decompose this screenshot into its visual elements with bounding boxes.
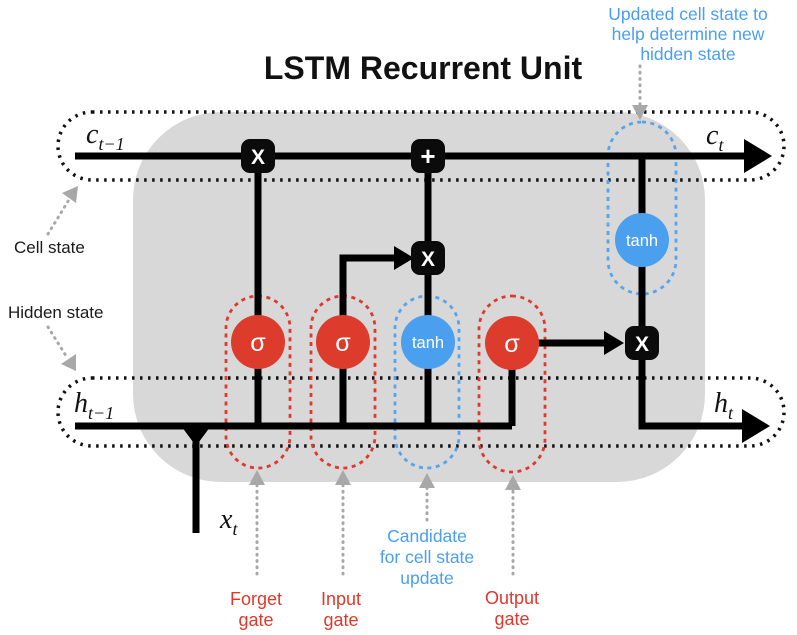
output-gate-label-line2: gate (494, 609, 529, 629)
input-sigma-node: σ (316, 315, 370, 369)
output-gate-guide-arrowhead (505, 475, 521, 490)
hidden-state-capsule (56, 376, 786, 448)
cell-prev-base: c (86, 119, 99, 150)
candidate-annotation-line1: Candidate (387, 526, 467, 546)
candidate-tanh-circle (401, 315, 455, 369)
forget-multiply-glyph: X (251, 146, 265, 169)
updated-cell-annotation-line1: Updated cell state to (608, 4, 768, 24)
output-gate-capsule (477, 294, 547, 474)
candidate-multiply-glyph: X (421, 248, 435, 271)
cell-tanh-glyph: tanh (626, 232, 658, 250)
candidate-guide-arrowhead (419, 473, 435, 488)
input-branch-line (339, 254, 396, 426)
cell-state-guide-line (46, 196, 72, 236)
hidden-out-arrowhead (742, 409, 770, 443)
cell-next-base: c (706, 120, 719, 151)
cell-add-op: + (411, 139, 445, 173)
cell-state-guide-arrowhead (62, 186, 78, 203)
output-multiply-op: X (625, 326, 659, 360)
cell-add-glyph: + (420, 141, 435, 171)
output-sigma-glyph: σ (504, 330, 520, 358)
forget-sigma-node: σ (231, 315, 285, 369)
cell-state-annotation: Cell state (14, 238, 85, 257)
cell-prev-label: ct−1 (86, 119, 125, 154)
updated-cell-annotation-line2: help determine new (612, 24, 765, 44)
output-gate-label-line1: Output (485, 588, 539, 608)
candidate-tanh-glyph: tanh (412, 334, 444, 352)
input-gate-label-line1: Input (321, 589, 361, 609)
hidden-next-label: ht (714, 388, 734, 423)
input-xt-sub: t (232, 519, 238, 539)
candidate-tanh-node: tanh (401, 315, 455, 369)
input-gate-label-line2: gate (323, 610, 358, 630)
forget-multiply-box (241, 139, 275, 173)
updated-cell-capsule (606, 120, 678, 296)
candidate-annotation-line3: update (400, 568, 454, 588)
hidden-prev-base: h (74, 388, 88, 419)
candidate-multiply-op: X (411, 241, 445, 275)
input-sigma-circle (316, 315, 370, 369)
input-xt-junction (179, 423, 213, 446)
hidden-next-base: h (714, 388, 728, 419)
diagram-title: LSTM Recurrent Unit (264, 50, 583, 86)
output-arrowhead (604, 331, 624, 355)
cell-next-sub: t (718, 135, 724, 155)
cell-state-capsule (56, 110, 786, 182)
input-arrowhead (394, 246, 414, 270)
output-sigma-circle (485, 316, 539, 370)
cell-tanh-circle (615, 213, 669, 267)
cell-add-box (411, 139, 445, 173)
forget-gate-guide-arrowhead (249, 470, 265, 485)
hidden-prev-label: ht−1 (74, 388, 114, 423)
hidden-state-annotation: Hidden state (8, 303, 103, 322)
cell-next-label: ct (706, 120, 724, 155)
hidden-next-sub: t (728, 403, 734, 423)
output-multiply-box (625, 326, 659, 360)
forget-multiply-op: X (241, 139, 275, 173)
input-xt-base: x (219, 504, 233, 535)
hidden-prev-sub: t−1 (88, 403, 114, 423)
updated-cell-annotation-line3: hidden state (640, 44, 735, 64)
candidate-multiply-box (411, 241, 445, 275)
forget-sigma-glyph: σ (250, 329, 266, 357)
input-xt-label: xt (219, 504, 238, 539)
output-multiply-glyph: X (635, 333, 649, 356)
candidate-annotation-line2: for cell state (380, 547, 474, 567)
forget-sigma-circle (231, 315, 285, 369)
output-sigma-node: σ (485, 316, 539, 370)
updated-cell-guide-arrowhead (632, 105, 648, 120)
hidden-state-guide-line (46, 325, 70, 361)
cell-state-arrowhead (744, 139, 772, 173)
hidden-state-guide-arrowhead (61, 354, 76, 371)
forget-gate-label-line1: Forget (230, 589, 282, 609)
cell-tanh-node: tanh (615, 213, 669, 267)
forget-gate-label-line2: gate (238, 610, 273, 630)
input-gate-guide-arrowhead (335, 470, 351, 485)
cell-prev-sub: t−1 (98, 134, 124, 154)
input-sigma-glyph: σ (335, 329, 351, 357)
